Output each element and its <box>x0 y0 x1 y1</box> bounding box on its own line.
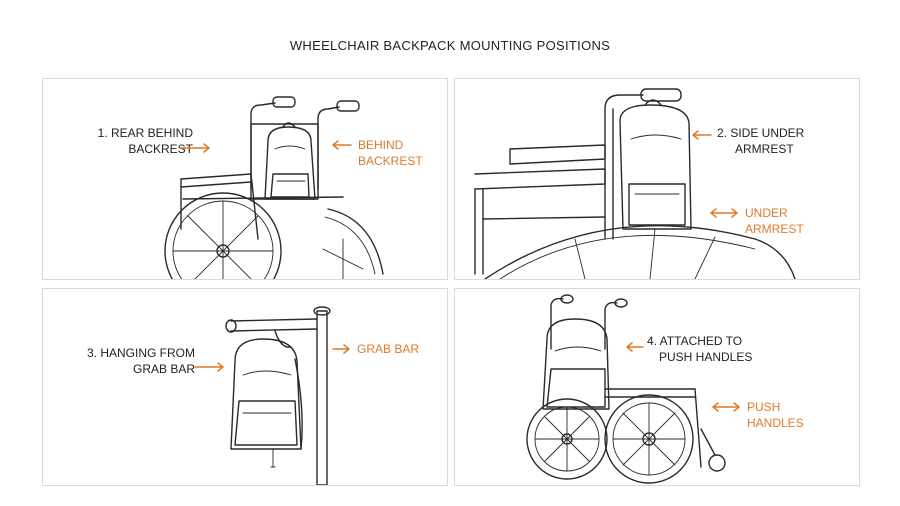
panel-1-label-line1: 1. REAR BEHIND <box>97 126 193 140</box>
panel-4-arrows <box>626 342 740 412</box>
panel-2-arrows <box>692 130 738 218</box>
diagram-title: WHEELCHAIR BACKPACK MOUNTING POSITIONS <box>289 38 611 53</box>
panel-1-label-line2: BACKREST <box>128 142 193 156</box>
wheelchair-rear-illustration <box>164 96 384 279</box>
panel-1-tag-line2: BACKREST <box>358 154 423 168</box>
panel-4-tag-line1: PUSH <box>747 400 781 414</box>
panel-2-tag: UNDER ARMREST <box>745 205 804 237</box>
panel-3-tag-line1: GRAB BAR <box>357 342 420 356</box>
panel-3-label: 3. HANGING FROM GRAB BAR <box>63 345 195 377</box>
panel-2-label: 2. SIDE UNDER ARMREST <box>717 125 804 157</box>
panel-2-label-line1: 2. SIDE UNDER <box>717 126 805 140</box>
wheelchair-side-illustration <box>474 88 796 279</box>
panel-hanging-from-grab-bar: 3. HANGING FROM GRAB BAR GRAB BAR <box>42 288 448 486</box>
panel-1-label: 1. REAR BEHIND BACKREST <box>63 125 193 157</box>
grab-bar-illustration <box>225 306 331 485</box>
panel-rear-behind-backrest: 1. REAR BEHIND BACKREST BEHIND BACKREST <box>42 78 448 280</box>
panel-2-label-line2: ARMREST <box>735 142 794 156</box>
panel-side-under-armrest: 2. SIDE UNDER ARMREST UNDER ARMREST <box>454 78 860 280</box>
panel-4-label-line1: 4. ATTACHED TO <box>647 334 743 348</box>
panel-4-tag: PUSH HANDLES <box>747 399 804 431</box>
panel-3-arrows <box>194 344 350 372</box>
panel-3-label-line2: GRAB BAR <box>132 362 195 376</box>
panel-4-tag-line2: HANDLES <box>747 416 804 430</box>
panel-1-tag-line1: BEHIND <box>358 138 404 152</box>
wheelchair-push-handles-illustration <box>526 294 726 484</box>
panel-4-label: 4. ATTACHED TO PUSH HANDLES <box>647 333 752 365</box>
panel-4-label-line2: PUSH HANDLES <box>659 350 753 364</box>
panel-2-tag-line1: UNDER <box>745 206 788 220</box>
panel-1-arrows <box>179 140 352 153</box>
panel-2-tag-line2: ARMREST <box>745 222 804 236</box>
panel-1-tag: BEHIND BACKREST <box>358 137 423 169</box>
panel-3-tag: GRAB BAR <box>357 341 419 357</box>
panel-attached-to-push-handles: 4. ATTACHED TO PUSH HANDLES PUSH HANDLES <box>454 288 860 486</box>
panel-3-label-line1: 3. HANGING FROM <box>86 346 195 360</box>
